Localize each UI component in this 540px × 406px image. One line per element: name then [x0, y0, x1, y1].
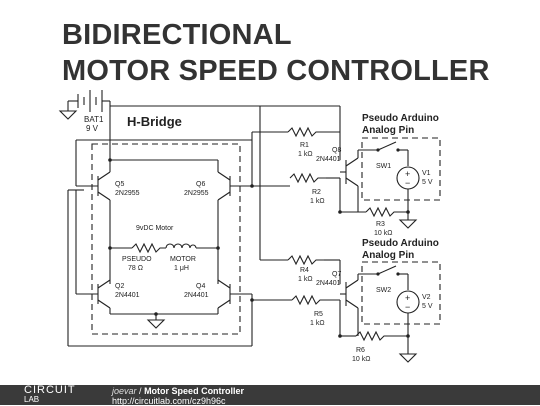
r4-value: 1 kΩ — [298, 276, 313, 283]
v1-value: 5 V — [422, 179, 433, 186]
q8-part: 2N4401 — [316, 156, 341, 163]
title-line-2: MOTOR SPEED CONTROLLER — [62, 55, 490, 87]
r1-value: 1 kΩ — [298, 151, 313, 158]
resistor-r6 — [355, 330, 408, 342]
sw2-name: SW2 — [376, 287, 391, 294]
v2-value: 5 V — [422, 303, 433, 310]
r4-name: R4 — [300, 267, 309, 274]
bat1-value: 9 V — [86, 124, 99, 133]
footer-bar: CIRCUIT LAB joevar / Motor Speed Control… — [0, 384, 540, 406]
circuitlab-logo: CIRCUIT LAB — [24, 384, 76, 405]
v2-plus: + — [405, 293, 410, 303]
footer-project-title: Motor Speed Controller — [144, 386, 245, 396]
q4-name: Q4 — [196, 283, 205, 290]
resistor-r4 — [287, 254, 324, 266]
r5-name: R5 — [314, 311, 323, 318]
ground-hbridge — [146, 319, 166, 329]
r3-value: 10 kΩ — [374, 230, 392, 237]
r1-name: R1 — [300, 142, 309, 149]
pseudo-name: PSEUDO — [122, 256, 152, 263]
hbridge-frame — [91, 143, 241, 335]
v1-plus: + — [405, 169, 410, 179]
q6-name: Q6 — [196, 181, 205, 188]
resistor-r5 — [291, 294, 340, 306]
footer-url-link[interactable]: http://circuitlab.com/cz9h96c — [112, 396, 226, 406]
transistor-q2 — [76, 279, 111, 309]
footer-separator: / — [139, 386, 142, 396]
inductor-motor — [165, 243, 197, 249]
q2-part: 2N4401 — [115, 292, 140, 299]
resistor-r1 — [287, 126, 322, 138]
v2-minus: − — [405, 302, 410, 312]
motor-value: 1 μH — [174, 265, 189, 272]
logo-text-bottom: LAB — [24, 395, 40, 404]
q5-name: Q5 — [115, 181, 124, 188]
r2-value: 1 kΩ — [310, 198, 325, 205]
ard-bot-line1: Pseudo Arduino — [362, 238, 439, 249]
q4-part: 2N4401 — [184, 292, 209, 299]
ground-battery — [58, 110, 78, 120]
v1-minus: − — [405, 178, 410, 188]
resistor-pseudo — [131, 242, 166, 254]
transistor-q5 — [76, 171, 111, 201]
ard-top-line2: Analog Pin — [362, 125, 414, 136]
motor-name: MOTOR — [170, 256, 196, 263]
q7-part: 2N4401 — [316, 280, 341, 287]
r5-value: 1 kΩ — [310, 320, 325, 327]
transistor-q8 — [340, 157, 359, 187]
q8-name: Q8 — [332, 147, 341, 154]
transistor-q7 — [340, 279, 359, 309]
q5-part: 2N2955 — [115, 190, 140, 197]
r6-name: R6 — [356, 347, 365, 354]
r3-name: R3 — [376, 221, 385, 228]
v1-name: V1 — [422, 170, 431, 177]
transistor-q4 — [217, 279, 252, 309]
logo-text-top: CIRCUIT — [24, 384, 76, 396]
q7-name: Q7 — [332, 271, 341, 278]
resistor-r3 — [365, 206, 408, 218]
motor-caption: 9vDC Motor — [136, 225, 174, 232]
battery-bat1 — [67, 90, 260, 112]
r6-value: 10 kΩ — [352, 356, 370, 363]
pseudo-value: 78 Ω — [128, 265, 143, 272]
hbridge-label: H-Bridge — [127, 114, 182, 129]
transistor-q6 — [217, 171, 252, 201]
ground-r3 — [398, 219, 418, 229]
bat1-name: BAT1 — [84, 115, 104, 124]
q2-name: Q2 — [115, 283, 124, 290]
r2-name: R2 — [312, 189, 321, 196]
resistor-r2 — [289, 172, 326, 184]
sw1-name: SW1 — [376, 163, 391, 170]
ard-bot-line2: Analog Pin — [362, 250, 414, 261]
q6-part: 2N2955 — [184, 190, 209, 197]
title-line-1: BIDIRECTIONAL — [62, 19, 292, 51]
footer-user-link[interactable]: joevar — [112, 386, 137, 396]
schematic: BAT1 9 V H-Bridge Q5 2N2955 Q6 2N2955 9v… — [58, 90, 441, 363]
ard-top-line1: Pseudo Arduino — [362, 113, 439, 124]
v2-name: V2 — [422, 294, 431, 301]
footer-meta: joevar / Motor Speed Controller http://c… — [112, 386, 244, 406]
ground-r6 — [398, 353, 418, 363]
